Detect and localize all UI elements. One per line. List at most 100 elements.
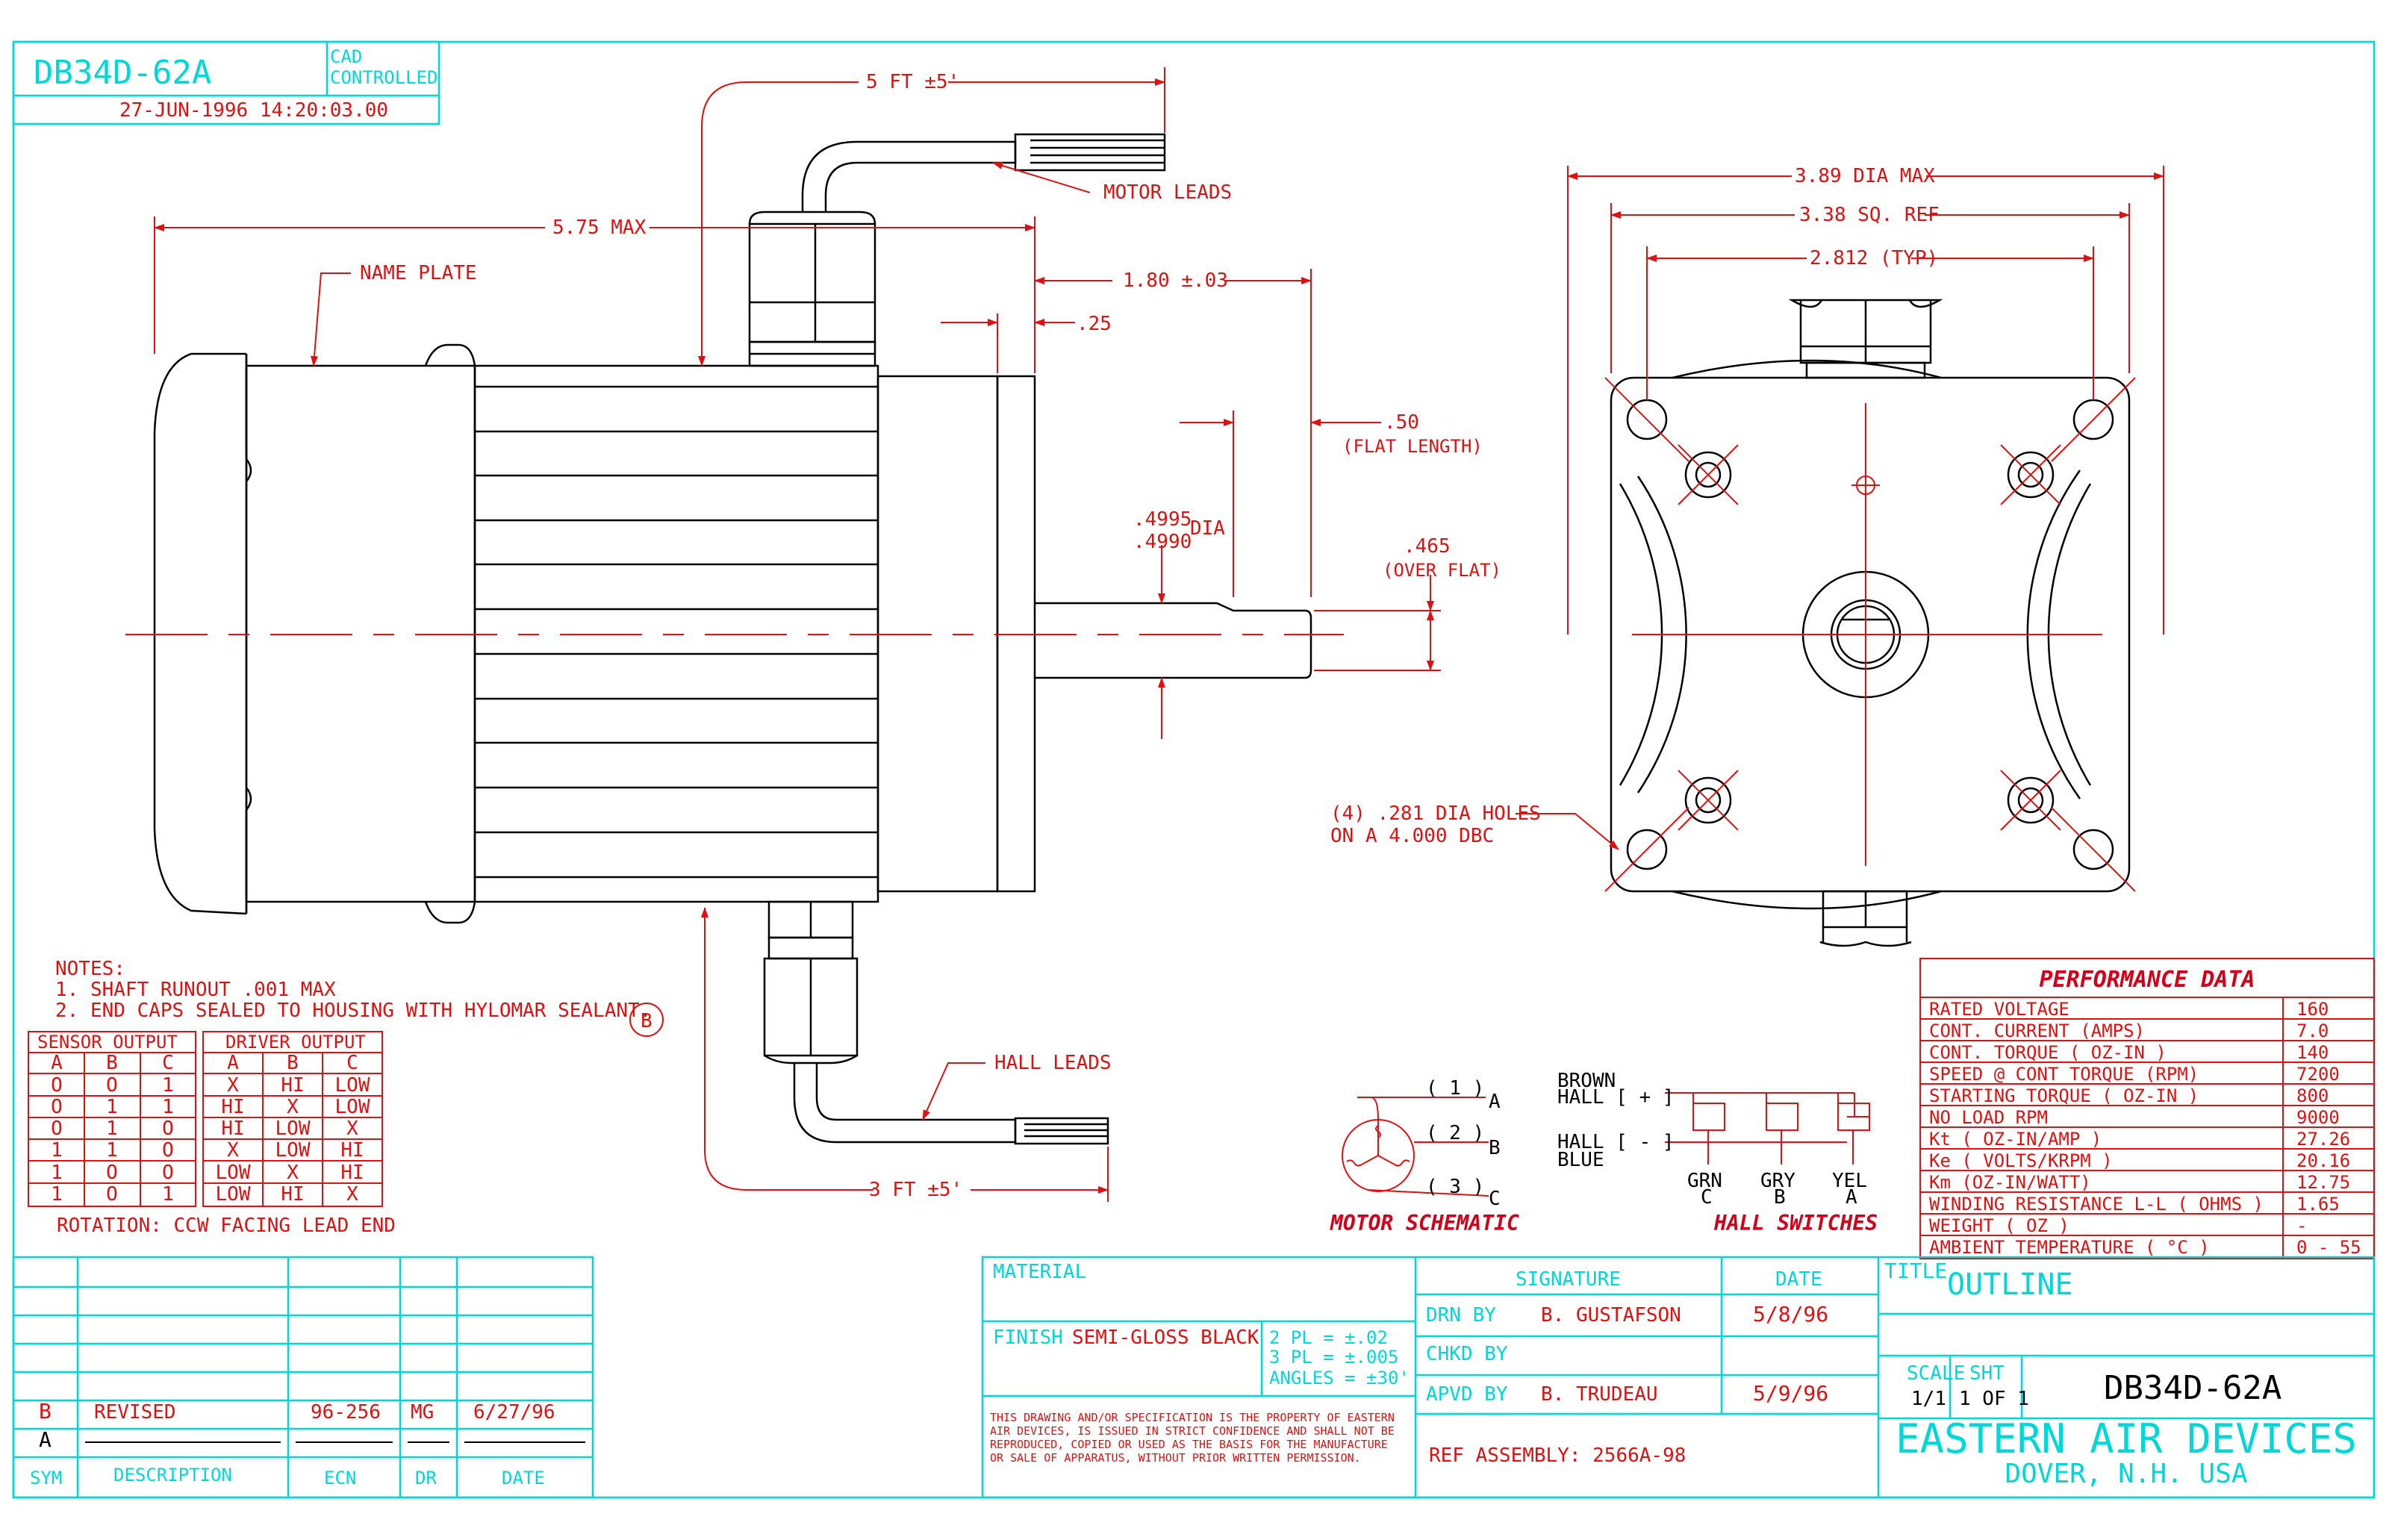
logic-cell: 1	[51, 1139, 63, 1162]
dim-dia-max: .4995	[1133, 508, 1192, 531]
hall-brown: BROWN	[1557, 1070, 1616, 1092]
performance-rows: RATED VOLTAGE 160 CONT. CURRENT (AMPS) 7…	[1929, 999, 2361, 1258]
logic-cell: LOW	[335, 1074, 370, 1097]
logic-cell: O	[162, 1162, 174, 1184]
proprietary-line-1: THIS DRAWING AND/OR SPECIFICATION IS THE…	[990, 1411, 1395, 1424]
hall-blue: BLUE	[1557, 1149, 1604, 1171]
logic-table-grid	[28, 1031, 383, 1207]
perf-label: WINDING RESISTANCE L-L ( OHMS )	[1929, 1194, 2264, 1215]
logic-cell: HI	[281, 1074, 304, 1097]
logic-cell: O	[51, 1117, 63, 1140]
revision-header-ecn: ECN	[324, 1468, 356, 1488]
hall-plus: HALL [ + ]	[1557, 1086, 1675, 1109]
perf-value: 140	[2296, 1042, 2329, 1063]
label-motor-leads: MOTOR LEADS	[1103, 181, 1232, 204]
sht-value: 1 OF 1	[1959, 1388, 2029, 1410]
hall-grn: GRN	[1687, 1170, 1722, 1192]
timestamp: 27-JUN-1996 14:20:03.00	[119, 99, 388, 122]
revision-dr: MG	[411, 1401, 434, 1424]
perf-label: SPEED @ CONT TORQUE (RPM)	[1929, 1064, 2199, 1085]
proprietary-line-3: REPRODUCED, COPIED OR USED AS THE BASIS …	[990, 1438, 1388, 1451]
perf-label: CONT. TORQUE ( OZ-IN )	[1929, 1042, 2167, 1063]
hall-switch-graphic	[1665, 1092, 1870, 1165]
logic-cell: HI	[221, 1117, 244, 1140]
logic-cell: X	[227, 1139, 239, 1162]
perf-label: AMBIENT TEMPERATURE ( °C )	[1929, 1237, 2210, 1258]
revision-header-sym: SYM	[30, 1468, 62, 1488]
logic-cell: O	[106, 1183, 118, 1206]
schematic-lead-3: ( 3 )	[1426, 1176, 1484, 1198]
drn-date: 5/8/96	[1753, 1302, 1828, 1327]
sensor-col-a: A	[51, 1052, 63, 1074]
hall-a: A	[1846, 1186, 1857, 1209]
driver-col-a: A	[227, 1052, 239, 1074]
label-holes-1: (4) .281 DIA HOLES	[1330, 802, 1541, 825]
hall-gry: GRY	[1760, 1170, 1795, 1192]
logic-cell: X	[346, 1183, 358, 1206]
label-name-plate: NAME PLATE	[360, 262, 477, 284]
perf-value: 7200	[2296, 1064, 2340, 1085]
logic-cell: O	[162, 1117, 174, 1140]
perf-value: 12.75	[2296, 1172, 2350, 1193]
finish-label: FINISH	[993, 1327, 1063, 1349]
drn-name: B. GUSTAFSON	[1541, 1304, 1681, 1327]
note-1: 1. SHAFT RUNOUT .001 MAX	[55, 979, 336, 1001]
logic-cell: 1	[106, 1139, 118, 1162]
hall-c: C	[1701, 1186, 1713, 1209]
ref-assembly: REF ASSEMBLY: 2566A-98	[1429, 1444, 1686, 1467]
dim-over-flat: .465	[1404, 535, 1451, 558]
hall-b: B	[1774, 1186, 1786, 1209]
performance-grid	[1919, 958, 2375, 1259]
logic-cell: X	[346, 1117, 358, 1140]
perf-value: 20.16	[2296, 1150, 2350, 1171]
dim-shaft-length: 1.80 ±.03	[1123, 269, 1228, 292]
dim-dia-min: .4990	[1133, 531, 1192, 553]
perf-label: Km (OZ-IN/WATT)	[1929, 1172, 2091, 1193]
dim-overall-length: 5.75 MAX	[552, 216, 647, 239]
logic-cell: O	[51, 1096, 63, 1118]
revision-ecn: 96-256	[311, 1401, 381, 1424]
revision-description: REVISED	[94, 1401, 176, 1424]
perf-value: 27.26	[2296, 1129, 2350, 1150]
revision-header-description: DESCRIPTION	[113, 1465, 232, 1486]
logic-cell: HI	[221, 1096, 244, 1118]
part-number-title-block: DB34D-62A	[2104, 1369, 2281, 1407]
material-label: MATERIAL	[993, 1261, 1086, 1283]
logic-cell: X	[287, 1162, 299, 1184]
logic-cell: HI	[281, 1183, 304, 1206]
perf-label: CONT. CURRENT (AMPS)	[1929, 1020, 2145, 1041]
side-dimensions	[154, 67, 1441, 1202]
logic-cell: 1	[106, 1096, 118, 1118]
company-name: EASTERN AIR DEVICES	[1896, 1415, 2357, 1462]
dim-over-flat-note: (OVER FLAT)	[1383, 560, 1501, 581]
dim-dia-label: DIA	[1190, 517, 1225, 540]
hall-switches-title: HALL SWITCHES	[1713, 1211, 1878, 1235]
part-number-top: DB34D-62A	[34, 54, 211, 92]
logic-cell: O	[106, 1162, 118, 1184]
logic-cell: O	[106, 1074, 118, 1097]
sensor-col-b: B	[106, 1052, 118, 1074]
hall-yel: YEL	[1832, 1170, 1867, 1192]
dim-flat-length: .50	[1384, 411, 1419, 434]
logic-cell: LOW	[216, 1162, 251, 1184]
motor-schematic-graphic	[1342, 1097, 1489, 1197]
date-header: DATE	[1775, 1268, 1822, 1291]
company-location: DOVER, N.H. USA	[2005, 1459, 2247, 1489]
perf-label: WEIGHT ( OZ )	[1929, 1215, 2069, 1236]
apvd-date: 5/9/96	[1753, 1381, 1828, 1406]
dim-pilot: .25	[1077, 313, 1112, 335]
logic-cell: LOW	[335, 1096, 370, 1118]
driver-output-title: DRIVER OUTPUT	[225, 1032, 366, 1053]
scale-value: 1/1	[1911, 1388, 1946, 1410]
label-hall-leads: HALL LEADS	[994, 1052, 1112, 1074]
logic-cell: HI	[340, 1139, 364, 1162]
perf-value: 160	[2296, 999, 2329, 1020]
sensor-output-title: SENSOR OUTPUT	[37, 1032, 178, 1053]
chkd-label: CHKD BY	[1426, 1343, 1508, 1365]
sht-label: SHT	[1969, 1362, 2005, 1385]
revision-marker-circle	[629, 1003, 664, 1037]
perf-value: 7.0	[2296, 1020, 2329, 1041]
dim-sq-ref: 3.38 SQ. REF	[1799, 204, 1940, 226]
title-value: OUTLINE	[1947, 1268, 2073, 1302]
